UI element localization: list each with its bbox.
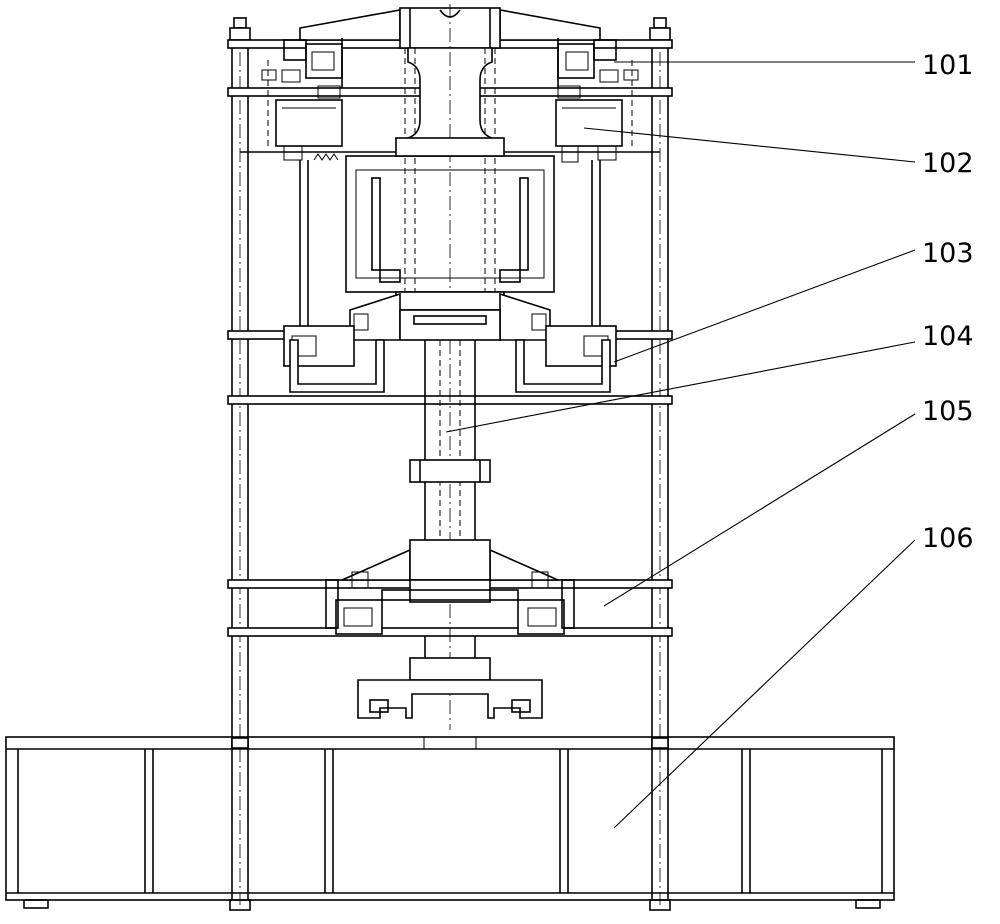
callout-105: 105 [922,396,974,427]
callout-106: 106 [922,523,974,554]
leader-106 [613,539,916,829]
base-frame [5,736,895,911]
central-shaft [345,4,555,730]
leader-102 [583,127,916,163]
upper-blocks [275,85,623,330]
lower-assembly [325,539,575,719]
callout-labels: 101 102 103 104 105 106 [922,50,974,554]
callout-101: 101 [922,50,974,81]
lower-shaft [409,340,491,540]
callout-103: 103 [922,238,974,269]
callout-102: 102 [922,148,974,179]
callout-104: 104 [922,321,974,352]
leader-104 [445,341,916,433]
leader-103 [613,249,916,363]
leader-lines [445,61,916,829]
leader-105 [603,413,916,607]
middle-assembly [283,292,617,393]
columns [229,17,671,905]
